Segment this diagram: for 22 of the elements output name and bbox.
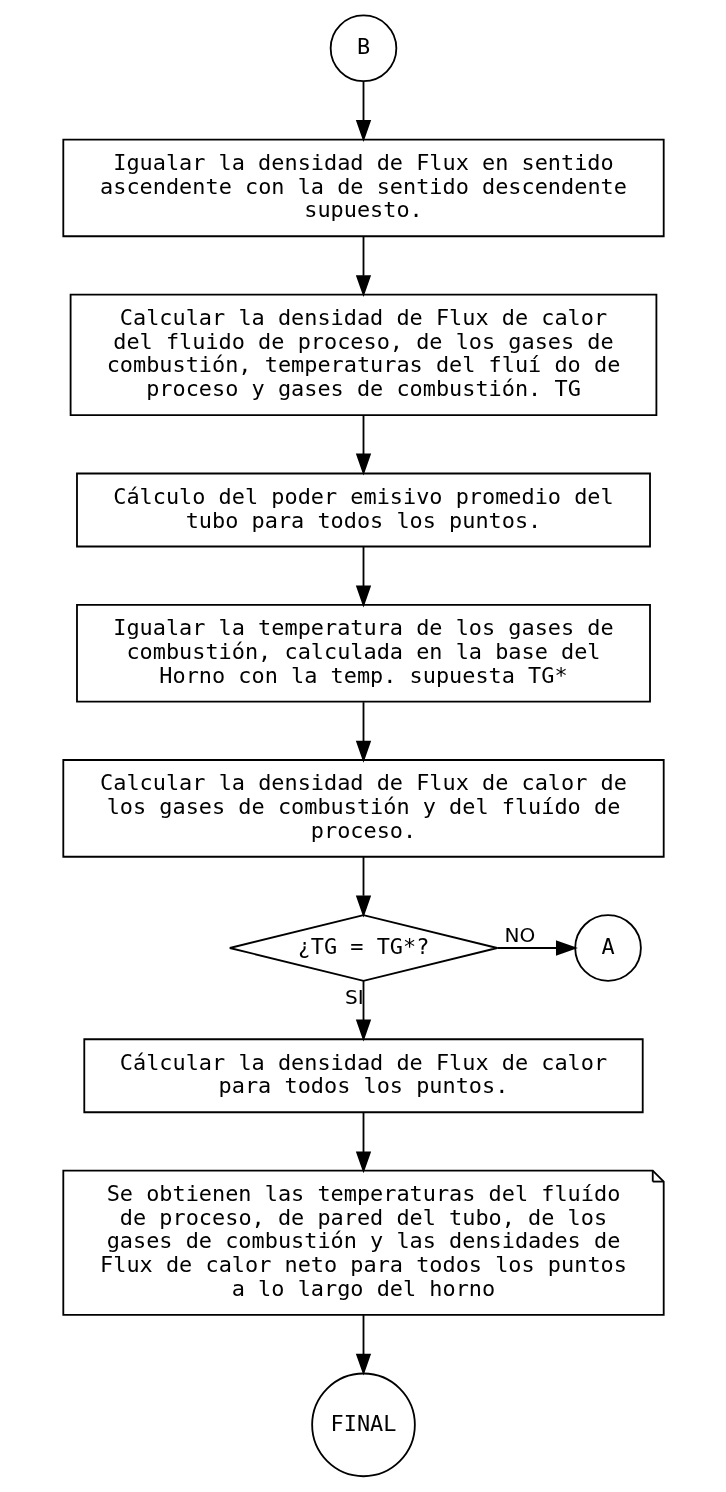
arrow [355, 1314, 371, 1376]
arrow [495, 940, 578, 956]
arrow [355, 236, 371, 298]
node-box: Cálcular la densidad de Flux de calor para todos los puntos. [82, 1038, 644, 1114]
node-box: Calcular la densidad de Flux de calor de los gases de combustión y del fluído de proceso. [61, 759, 665, 858]
node-box: Igualar la densidad de Flux en sentido ascendente con la de sentido descendente supuesto. [61, 138, 665, 238]
node-box: Igualar la temperatura de los gases de combustión, calculada en la base del Horno con la temp. supuesta TG* [75, 604, 651, 703]
edge-label: NO [504, 923, 535, 948]
arrow [355, 80, 371, 142]
node-box: Calcular la densidad de Flux de calor del fluido de proceso, de los gases de combustión, temperaturas del fluí do de proceso y gases de combustión. TG [69, 293, 657, 417]
arrow [355, 414, 371, 476]
arrow [355, 701, 371, 763]
edge-label: SI [344, 984, 364, 1009]
arrow [355, 546, 371, 608]
node-circle: B [329, 14, 397, 83]
arrow [355, 980, 371, 1042]
node-diamond: ¿TG = TG*? [228, 914, 498, 982]
node-box: Cálculo del poder emisivo promedio del tubo para todos los puntos. [75, 472, 651, 548]
node-circle: A [573, 914, 642, 982]
arrow [355, 856, 371, 918]
node-circle: FINAL [310, 1372, 416, 1478]
arrow [355, 1112, 371, 1174]
